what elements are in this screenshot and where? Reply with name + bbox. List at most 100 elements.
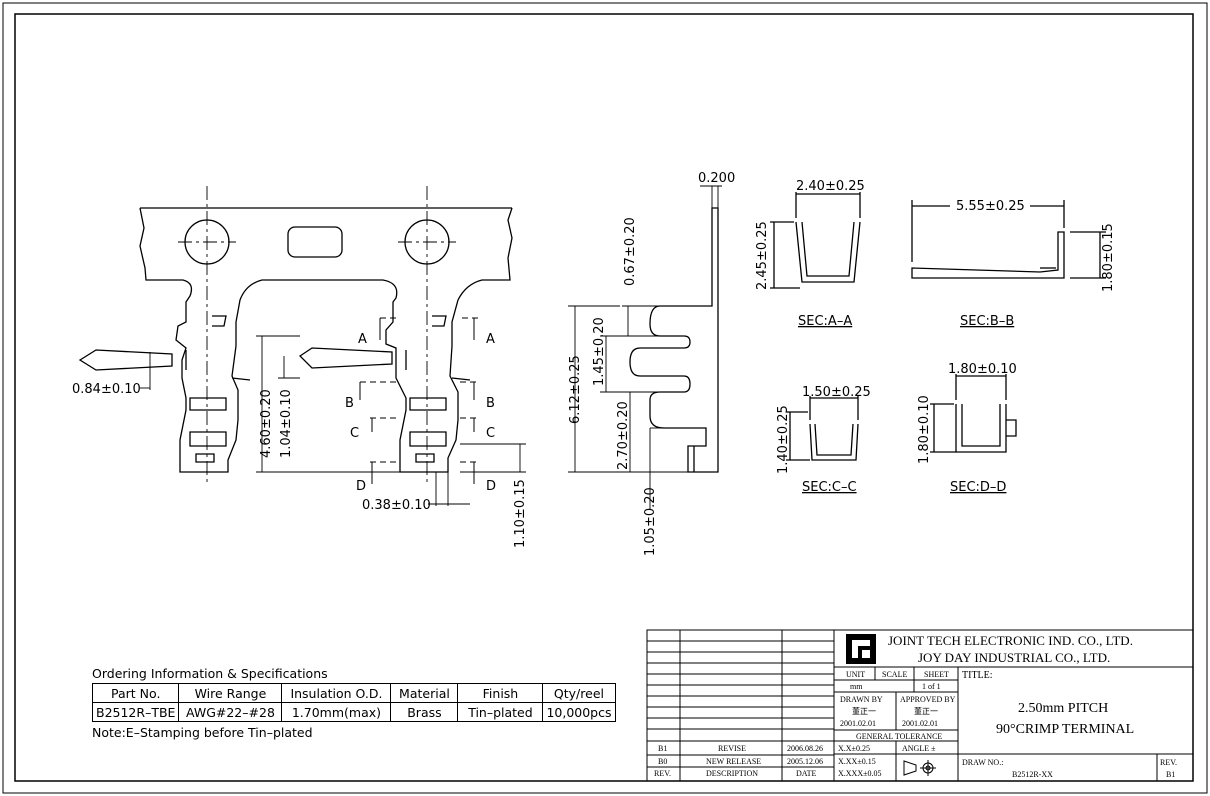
side-view xyxy=(629,207,719,473)
revision-row-1-rev: B1 xyxy=(658,744,667,753)
header-qty: Qty/reel xyxy=(542,683,616,703)
revision-row-1-desc: REVISE xyxy=(718,744,746,753)
section-label-c: SEC:C–C xyxy=(802,480,857,495)
section-marker-a-left: A xyxy=(358,332,367,347)
revision-label: REV. xyxy=(1160,758,1177,767)
section-marker-a-right: A xyxy=(486,332,495,347)
sheet-label: SHEET xyxy=(924,670,949,679)
section-d-shape xyxy=(930,374,1017,453)
section-marker-c-right: C xyxy=(486,426,495,441)
dim-lower-height: 2.70±0.20 xyxy=(616,401,631,470)
center-lines xyxy=(178,186,456,486)
front-view xyxy=(78,207,513,473)
revision-row-2-rev: B0 xyxy=(658,757,667,766)
tolerance-1: X.X±0.25 xyxy=(838,744,870,753)
revision-header-desc: DESCRIPTION xyxy=(706,769,758,778)
ordering-title: Ordering Information & Specifications xyxy=(92,666,328,681)
title-block-grid xyxy=(646,629,1194,782)
drawing-title-line2: 90°CRIMP TERMINAL xyxy=(996,722,1134,737)
tolerance-3: X.XXX±0.05 xyxy=(838,769,882,778)
dim-overall-height: 6.12±0.25 xyxy=(568,355,583,424)
cell-insulation: 1.70mm(max) xyxy=(281,702,392,722)
ordering-info: Ordering Information & Specifications Pa… xyxy=(91,665,632,740)
dim-sec-c-height: 1.40±0.25 xyxy=(776,405,791,474)
header-part-no: Part No. xyxy=(91,683,180,703)
dim-contact-height: 4.60±0.20 xyxy=(259,389,274,458)
section-marker-d-right: D xyxy=(486,479,496,494)
company-name-secondary: JOY DAY INDUSTRIAL CO., LTD. xyxy=(918,650,1110,665)
cell-part-no: B2512R–TBE xyxy=(91,702,180,722)
header-material: Material xyxy=(390,683,459,703)
dim-bottom-offset: 1.05±0.20 xyxy=(643,487,658,556)
spec-table: Part No. Wire Range Insulation O.D. Mate… xyxy=(91,683,616,722)
dim-sec-b-height: 1.80±0.15 xyxy=(1101,223,1116,292)
company-logo xyxy=(846,634,876,664)
drawing-number-label: DRAW NO.: xyxy=(962,758,1003,767)
dim-barrel-height: 1.45±0.20 xyxy=(592,317,607,386)
section-label-b: SEC:B–B xyxy=(960,314,1014,329)
drawing-title-line1: 2.50mm PITCH xyxy=(1018,701,1108,716)
projection-symbol-icon xyxy=(903,760,936,776)
revision-header-date: DATE xyxy=(796,769,817,778)
tolerance-label: GENERAL TOLERANCE xyxy=(856,732,942,741)
angle-label: ANGLE ± xyxy=(902,744,936,753)
drawing-number: B2512R-XX xyxy=(1012,770,1053,779)
dim-material-thickness: 0.200 xyxy=(698,171,735,186)
dim-contact-offset: 1.04±0.10 xyxy=(279,389,294,458)
section-c-shape xyxy=(786,396,859,461)
cell-finish: Tin–plated xyxy=(457,702,544,722)
cell-wire-range: AWG#22–#28 xyxy=(178,702,283,722)
section-b-shape xyxy=(911,200,1106,279)
revision-row-1-date: 2006.08.26 xyxy=(787,744,823,753)
ordering-note: Note:E–Stamping before Tin–plated xyxy=(92,725,313,740)
dim-tab-height: 1.10±0.15 xyxy=(513,479,528,548)
front-dimension-lines xyxy=(140,335,526,506)
dim-sec-d-height: 1.80±0.10 xyxy=(917,395,932,464)
header-insulation: Insulation O.D. xyxy=(281,683,392,703)
dim-sec-a-width: 2.40±0.25 xyxy=(796,179,865,194)
inner-border xyxy=(14,13,1194,782)
section-marker-b-left: B xyxy=(345,396,354,411)
drawn-by-name: 董正一 xyxy=(852,706,876,716)
revision-row-2-date: 2005.12.06 xyxy=(787,757,823,766)
header-finish: Finish xyxy=(457,683,544,703)
drawn-date: 2001.02.01 xyxy=(840,719,876,728)
dim-tab-width: 0.38±0.10 xyxy=(362,498,431,513)
sheet-value: 1 of 1 xyxy=(922,682,941,691)
section-cut-lines xyxy=(360,317,478,463)
approved-by-label: APPROVED BY xyxy=(900,695,956,704)
revision-header-rev: REV. xyxy=(654,769,671,778)
unit-value: mm xyxy=(850,682,863,691)
dim-contact-width: 0.84±0.10 xyxy=(72,382,141,397)
company-name-primary: JOINT TECH ELECTRONIC IND. CO., LTD. xyxy=(888,633,1133,648)
section-arrows xyxy=(359,318,475,484)
header-wire-range: Wire Range xyxy=(178,683,283,703)
tolerance-2: X.XX±0.15 xyxy=(838,757,876,766)
title-label: TITLE: xyxy=(962,670,993,681)
dim-top-offset: 0.67±0.20 xyxy=(623,217,638,286)
scale-label: SCALE xyxy=(882,670,907,679)
side-dimension-lines xyxy=(568,185,722,510)
drawn-by-label: DRAWN BY xyxy=(840,695,883,704)
section-a-shape xyxy=(770,192,861,289)
cell-material: Brass xyxy=(390,702,459,722)
section-marker-b-right: B xyxy=(486,396,495,411)
logo-mark xyxy=(852,640,870,658)
dim-sec-d-width: 1.80±0.10 xyxy=(948,362,1017,377)
dim-sec-c-width: 1.50±0.25 xyxy=(802,385,871,400)
spec-table-header: Part No. Wire Range Insulation O.D. Mate… xyxy=(91,683,616,703)
dim-sec-a-height: 2.45±0.25 xyxy=(755,221,770,290)
section-label-d: SEC:D–D xyxy=(950,480,1006,495)
cell-qty: 10,000pcs xyxy=(542,702,616,722)
section-marker-d-left: D xyxy=(356,479,366,494)
approved-date: 2001.02.01 xyxy=(902,719,938,728)
unit-label: UNIT xyxy=(846,670,865,679)
section-marker-c-left: C xyxy=(350,426,359,441)
revision-value: B1 xyxy=(1166,770,1175,779)
section-label-a: SEC:A–A xyxy=(798,314,852,329)
revision-row-2-desc: NEW RELEASE xyxy=(706,757,761,766)
approved-by-name: 董正一 xyxy=(914,706,938,716)
dim-sec-b-width: 5.55±0.25 xyxy=(956,199,1025,214)
